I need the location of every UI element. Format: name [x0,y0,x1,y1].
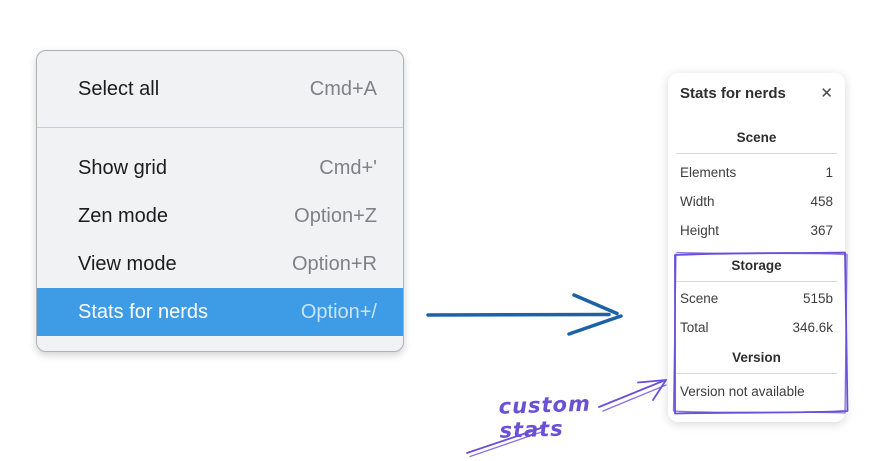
version-note: Version not available [680,384,805,399]
menu-item-stats-for-nerds[interactable]: Stats for nerds Option+/ [37,288,403,336]
stats-panel-header: Stats for nerds ✕ [680,85,833,102]
stat-row-total-size: Total 346.6k [680,313,833,342]
section-heading-scene: Scene [736,130,777,145]
annotation-label: custom stats [498,391,592,443]
stat-value: 367 [810,223,833,238]
stat-row-height: Height 367 [680,216,833,245]
stat-label: Width [680,194,715,209]
stat-value: 515b [802,291,833,306]
menu-item-shortcut: Option+/ [300,300,377,323]
stat-row-elements: Elements 1 [680,158,833,187]
menu-item-shortcut: Cmd+A [309,77,377,100]
menu-item-label: View mode [78,252,177,275]
menu-item-select-all[interactable]: Select all Cmd+A [37,65,403,113]
stat-label: Scene [680,291,719,306]
stat-value: 1 [825,165,833,180]
close-icon[interactable]: ✕ [820,85,833,102]
menu-item-label: Zen mode [78,204,169,227]
stat-row-width: Width 458 [680,187,833,216]
stats-panel: Stats for nerds ✕ Scene Elements 1 Width… [668,73,845,422]
menu-item-zen-mode[interactable]: Zen mode Option+Z [37,192,403,240]
stat-row-scene-size: Scene 515b [680,284,833,313]
menu-divider [37,127,403,128]
stat-label: Total [680,320,709,335]
context-menu: Select all Cmd+A Show grid Cmd+' Zen mod… [36,50,404,352]
section-divider [676,153,837,154]
section-divider [676,373,837,374]
stat-value: 458 [810,194,833,209]
menu-item-view-mode[interactable]: View mode Option+R [37,240,403,288]
section-divider [676,281,837,282]
menu-item-show-grid[interactable]: Show grid Cmd+' [37,144,403,192]
menu-item-shortcut: Option+Z [294,204,377,227]
menu-item-label: Select all [78,77,160,100]
menu-item-label: Stats for nerds [78,300,209,323]
menu-item-shortcut: Cmd+' [319,156,377,179]
menu-item-shortcut: Option+R [291,252,377,275]
stats-panel-title: Stats for nerds [680,85,786,102]
stat-value: 346.6k [792,320,833,335]
stat-label: Elements [680,165,737,180]
stat-label: Height [680,223,720,238]
section-heading-storage: Storage [731,258,782,273]
section-heading-version: Version [732,350,781,365]
flow-arrow-icon [426,293,623,336]
menu-item-label: Show grid [78,156,167,179]
